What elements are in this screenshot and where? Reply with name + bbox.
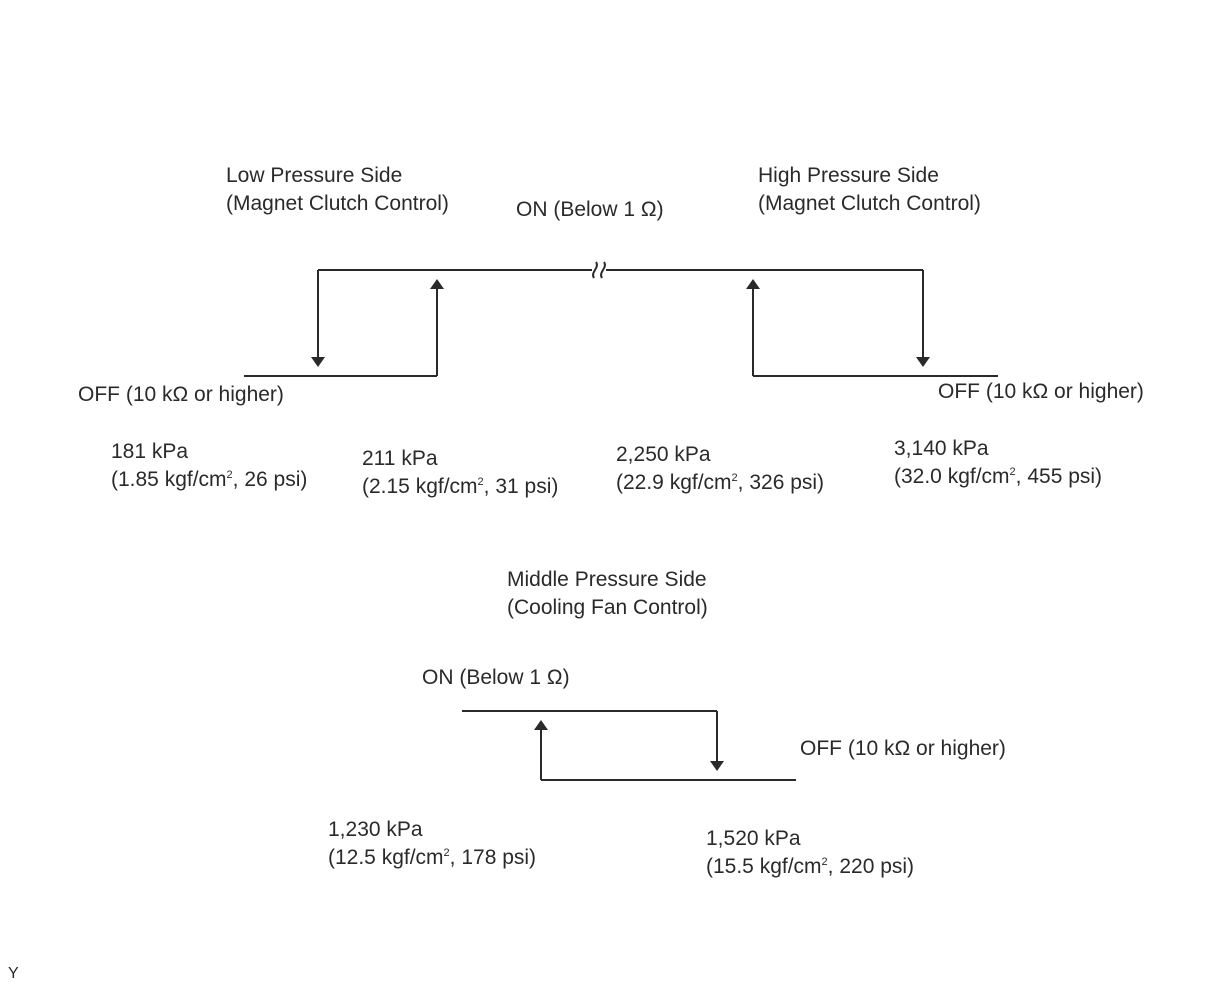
middle-on-label: ON (Below 1 Ω) xyxy=(422,666,570,689)
middle-off-label: OFF (10 kΩ or higher) xyxy=(800,737,1006,760)
pressure-1520-kpa: 1,520 kPa xyxy=(706,827,801,850)
pressure-3140-detail: (32.0 kgf/cm2, 455 psi) xyxy=(894,465,1103,488)
high-pressure-side-title: High Pressure Side (Magnet Clutch Contro… xyxy=(758,162,981,218)
middle-pressure-side-title: Middle Pressure Side (Cooling Fan Contro… xyxy=(507,566,708,622)
pressure-1520: 1,520 kPa (15.5 kgf/cm2, 220 psi) xyxy=(706,825,914,881)
low-side-line1: Low Pressure Side xyxy=(226,164,403,187)
pressure-1230-detail: (12.5 kgf/cm2, 178 psi) xyxy=(328,846,537,869)
break-symbol xyxy=(592,261,606,279)
top-off-right-label: OFF (10 kΩ or higher) xyxy=(938,380,1144,403)
pressure-2250: 2,250 kPa (22.9 kgf/cm2, 326 psi) xyxy=(616,441,824,497)
top-on-label: ON (Below 1 Ω) xyxy=(516,198,664,221)
pressure-2250-kpa: 2,250 kPa xyxy=(616,443,711,466)
pressure-211-detail: (2.15 kgf/cm2, 31 psi) xyxy=(362,475,559,498)
top-off-left-label: OFF (10 kΩ or higher) xyxy=(78,383,284,406)
pressure-1520-detail: (15.5 kgf/cm2, 220 psi) xyxy=(706,855,915,878)
low-side-line2: (Magnet Clutch Control) xyxy=(226,192,449,215)
pressure-211-kpa: 211 kPa xyxy=(362,447,438,470)
high-side-line1: High Pressure Side xyxy=(758,164,939,187)
middle-side-line2: (Cooling Fan Control) xyxy=(507,596,708,619)
pressure-181-detail: (1.85 kgf/cm2, 26 psi) xyxy=(111,468,308,491)
pressure-1230-kpa: 1,230 kPa xyxy=(328,818,423,841)
high-side-line2: (Magnet Clutch Control) xyxy=(758,192,981,215)
pressure-1230: 1,230 kPa (12.5 kgf/cm2, 178 psi) xyxy=(328,816,536,872)
low-pressure-side-title: Low Pressure Side (Magnet Clutch Control… xyxy=(226,162,449,218)
pressure-3140-kpa: 3,140 kPa xyxy=(894,437,989,460)
pressure-181: 181 kPa (1.85 kgf/cm2, 26 psi) xyxy=(111,438,307,494)
pressure-211: 211 kPa (2.15 kgf/cm2, 31 psi) xyxy=(362,445,558,501)
pressure-181-kpa: 181 kPa xyxy=(111,440,189,463)
pressure-3140: 3,140 kPa (32.0 kgf/cm2, 455 psi) xyxy=(894,435,1102,491)
corner-mark: Y xyxy=(8,965,19,982)
pressure-2250-detail: (22.9 kgf/cm2, 326 psi) xyxy=(616,471,825,494)
middle-side-line1: Middle Pressure Side xyxy=(507,568,707,591)
